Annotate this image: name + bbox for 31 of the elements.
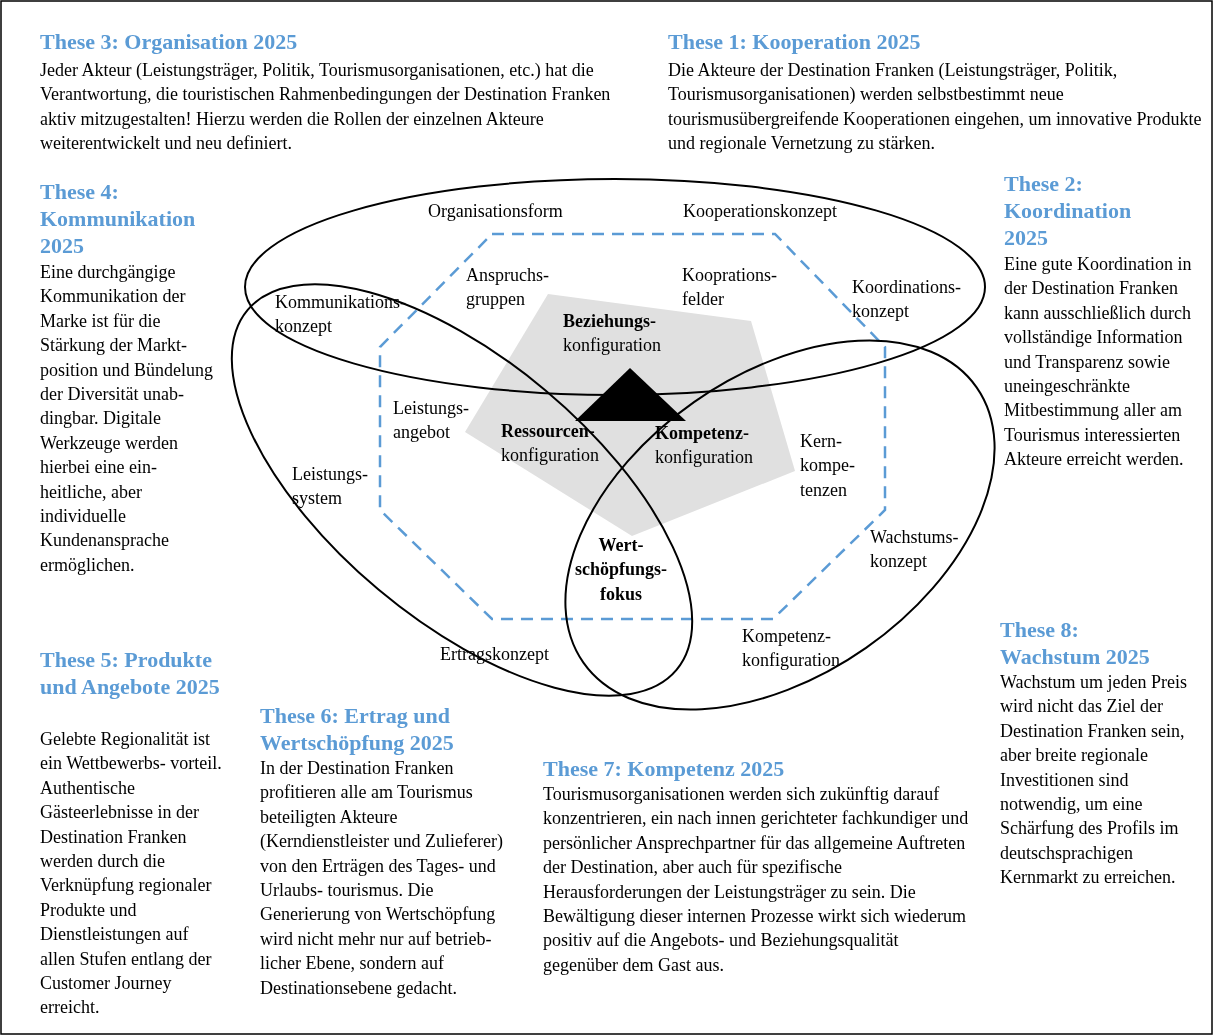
thesis-text: Jeder Akteur (Leistungsträger, Politik, Tourismusorganisationen, etc.) hat die Verantwortung, die touristischen Rahmenbedingungen der Destination Franken aktiv mitzugestalten! Hierzu werden die Rollen der einzelnen Akteure weiterentwickelt und neu definiert. [40, 59, 612, 156]
thesis-text: Gelebte Regionalität ist ein Wettbewerbs- vorteil. Authentische Gästeerlebnisse in der Destination Franken werden durch die Verknüpfung regionaler Produkte und Dienstleistungen auf allen Stufen entlang der Customer Journey erreicht. [40, 728, 223, 1020]
thesis-heading: These 7: Kompetenz 2025 [543, 755, 786, 782]
diagram-label: Wachstums- konzept [870, 526, 959, 574]
diagram-label: Koordinations- konzept [852, 276, 961, 324]
thesis-text: Die Akteure der Destination Franken (Leistungsträger, Politik, Tourismusorganisationen) werden selbstbestimmt neue tourismusübergreifende Kooperationen eingehen, um innovative Produkte und regionale Vernetzung zu stärken. [668, 59, 1203, 156]
triangle-marker [575, 368, 686, 421]
diagram-label: Kompetenz- konfiguration [655, 422, 753, 470]
diagram-label: Leistungs- angebot [393, 397, 469, 445]
diagram-label: Anspruchs- gruppen [466, 264, 549, 312]
diagram-label: Kompetenz- konfiguration [742, 625, 840, 673]
thesis-text: In der Destination Franken profitieren alle am Tourismus beteiligten Akteure (Kerndienstleister und Zulieferer) von den Erträgen des Tages- und Urlaubs- tourismus. Die Generierung von Wertschöpfung wird nicht mehr nur auf betrieb- licher Ebene, sondern auf Destinationsebene gedacht. [260, 757, 504, 1000]
diagram-label: Kommunikations- konzept [275, 291, 406, 339]
diagram-label: Wert- schöpfungs- fokus [574, 534, 668, 606]
diagram-label: Kooprations- felder [682, 264, 777, 312]
thesis-text: Eine durchgängige Kommunikation der Marke ist für die Stärkung der Markt- position und Bündelung der Diversität unab- dingbar. Digitale Werkzeuge werden hierbei eine ein- heitliche, aber individuelle Kundenansprache ermöglichen. [40, 261, 214, 577]
thesis-text: Tourismusorganisationen werden sich zukünftig darauf konzentrieren, ein nach innen gerichteter fachkundiger und persönlicher Ansprechpartner für das allgemeine Auftreten der Destination, aber auch für spezifische Herausforderungen der Leistungsträger zu sein. Die Bewältigung dieser internen Prozesse wirkt sich wiederum positiv auf die Angebots- und Beziehungsqualität gegenüber dem Gast aus. [543, 783, 970, 977]
diagram-label: Kooperationskonzept [683, 200, 837, 223]
thesis-heading: These 4: Kommunikation 2025 [40, 178, 197, 259]
thesis-heading: These 2: Koordination 2025 [1004, 170, 1133, 251]
thesis-text: Eine gute Koordination in der Destination Franken kann ausschließlich durch vollständige Information und Transparenz sowie uneingeschränkte Mitbestimmung aller am Tourismus interessierten Akteure erreicht werden. [1004, 253, 1193, 472]
thesis-text: Wachstum um jeden Preis wird nicht das Ziel der Destination Franken sein, aber breite regionale Investitionen sind notwendig, um eine Schärfung des Profils im deutschsprachigen Kernmarkt zu erreichen. [1000, 671, 1188, 890]
thesis-heading: These 1: Kooperation 2025 [668, 28, 922, 55]
thesis-heading: These 3: Organisation 2025 [40, 28, 299, 55]
diagram-label: Organisationsform [428, 200, 563, 223]
thesis-heading: These 5: Produkte und Angebote 2025 [40, 646, 221, 700]
diagram-label: Beziehungs- konfiguration [563, 310, 661, 358]
diagram-label: Kern- kompe- tenzen [800, 430, 855, 502]
thesis-heading: These 8: Wachstum 2025 [1000, 616, 1151, 670]
diagram-label: Leistungs- system [292, 463, 368, 511]
thesis-heading: These 6: Ertrag und Wertschöpfung 2025 [260, 702, 455, 756]
